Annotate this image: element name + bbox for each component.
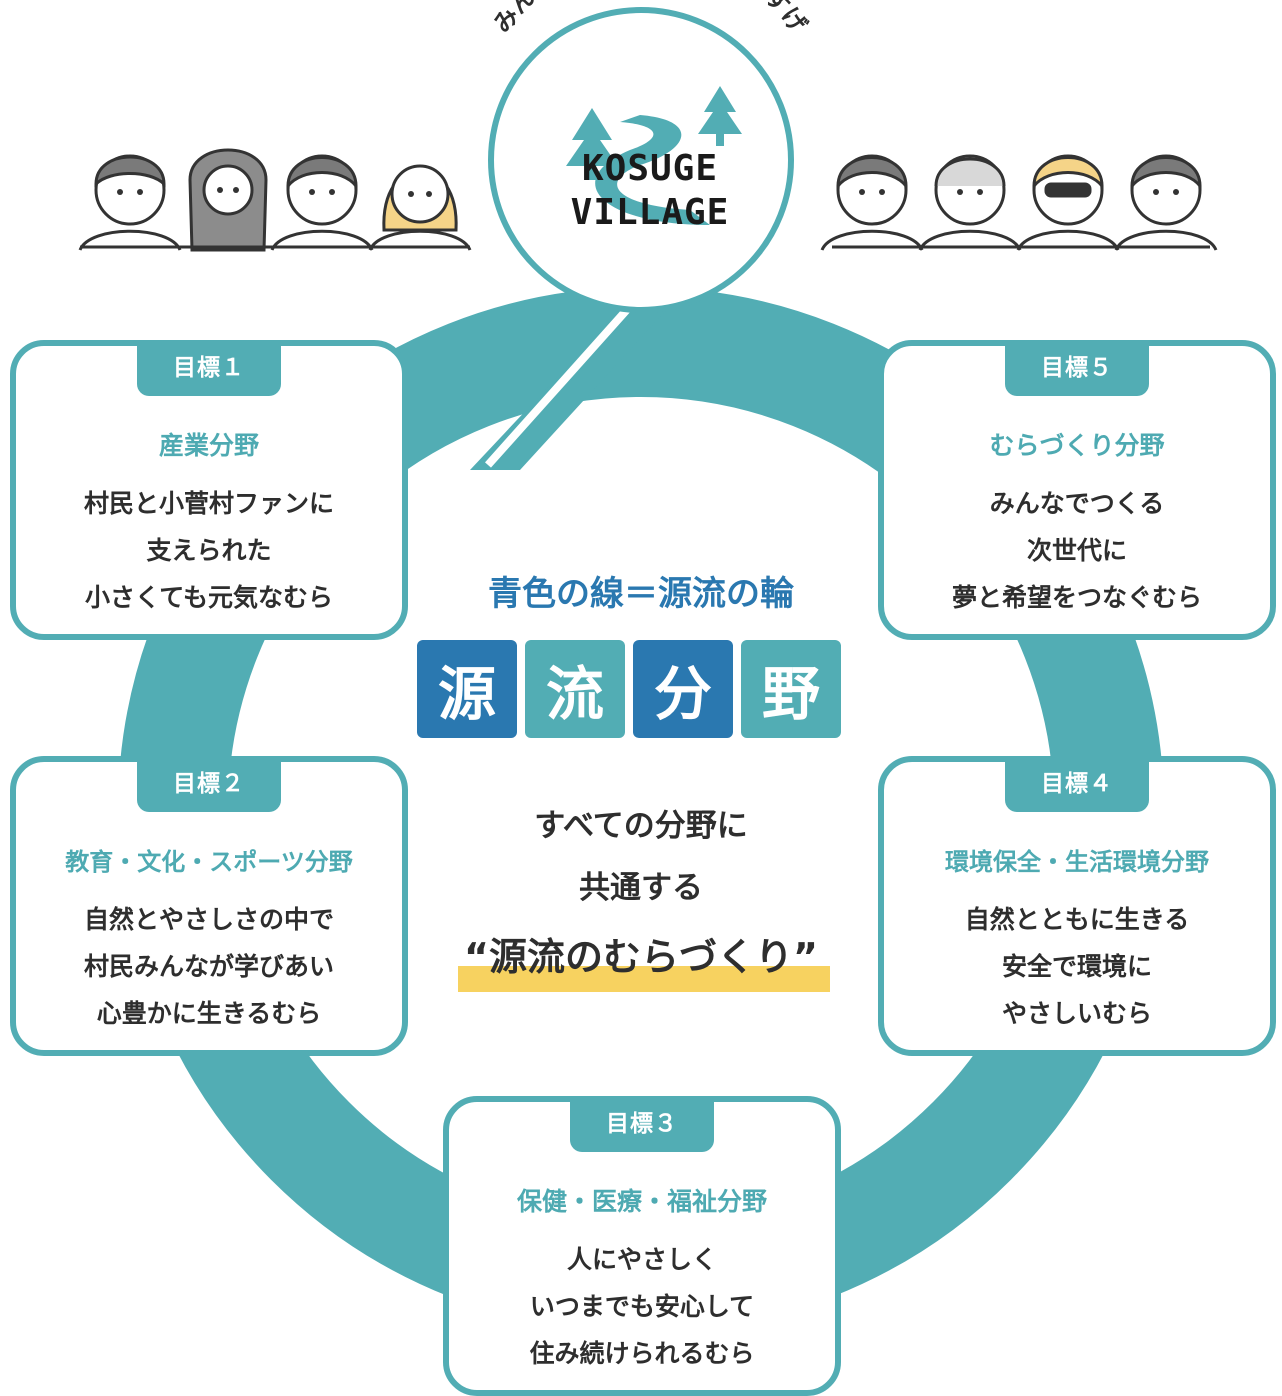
logo-line-1: KOSUGE — [581, 148, 719, 189]
goal-description: みんなでつくる次世代に夢と希望をつなぐむら — [951, 489, 1202, 612]
goal-field: 保健・医療・福祉分野 — [516, 1187, 767, 1216]
goal-field: 環境保全・生活環境分野 — [945, 848, 1209, 876]
goal-field: 教育・文化・スポーツ分野 — [65, 848, 353, 876]
goal-description: 自然とやさしさの中で村民みんなが学びあい心豊かに生きるむら — [83, 905, 334, 1028]
logo-line-2: VILLAGE — [570, 192, 730, 233]
river-icon — [595, 115, 710, 225]
goal-description: 自然とともに生きる安全で環境にやさしいむら — [964, 905, 1190, 1028]
goal-card-4: 目標４ 環境保全・生活環境分野 自然とともに生きる安全で環境にやさしいむら — [878, 756, 1276, 1056]
villagers-left-illustration — [78, 148, 472, 252]
center-title: 青色の線＝源流の輪 — [488, 574, 794, 614]
goal-card-3: 目標３ 保健・医療・福祉分野 人にやさしくいつまでも安心して住み続けられるむら — [443, 1096, 841, 1396]
goal-field: 産業分野 — [158, 431, 259, 460]
source-field-tiles: 源 流 分 野 — [417, 640, 847, 738]
goal-badge: 目標３ — [570, 1096, 714, 1152]
tile: 流 — [525, 640, 625, 738]
tile: 野 — [741, 640, 841, 738]
tile: 源 — [417, 640, 517, 738]
goal-field: むらづくり分野 — [989, 431, 1165, 460]
tree-icon — [566, 86, 742, 180]
goal-card-5: 目標５ むらづくり分野 みんなでつくる次世代に夢と希望をつなぐむら — [878, 340, 1276, 640]
tile: 分 — [633, 640, 733, 738]
goal-description: 村民と小菅村ファンに支えられた小さくても元気なむら — [83, 489, 334, 612]
center-message-line-2: 共通する — [579, 870, 703, 906]
goal-card-1: 目標１ 産業分野 村民と小菅村ファンに支えられた小さくても元気なむら — [10, 340, 408, 640]
goal-badge: 目標４ — [1005, 756, 1149, 812]
villagers-right-illustration — [820, 154, 1218, 251]
goal-card-2: 目標２ 教育・文化・スポーツ分野 自然とやさしさの中で村民みんなが学びあい心豊か… — [10, 756, 408, 1056]
highlight-bar — [458, 966, 830, 992]
center-message-line-1: すべての分野に — [534, 808, 748, 844]
goal-badge: 目標２ — [137, 756, 281, 812]
goal-badge: 目標５ — [1005, 340, 1149, 396]
goal-badge: 目標１ — [137, 340, 281, 396]
goal-description: 人にやさしくいつまでも安心して住み続けられるむら — [529, 1245, 755, 1368]
center-message-line-3: “源流のむらづくり” — [464, 935, 818, 979]
